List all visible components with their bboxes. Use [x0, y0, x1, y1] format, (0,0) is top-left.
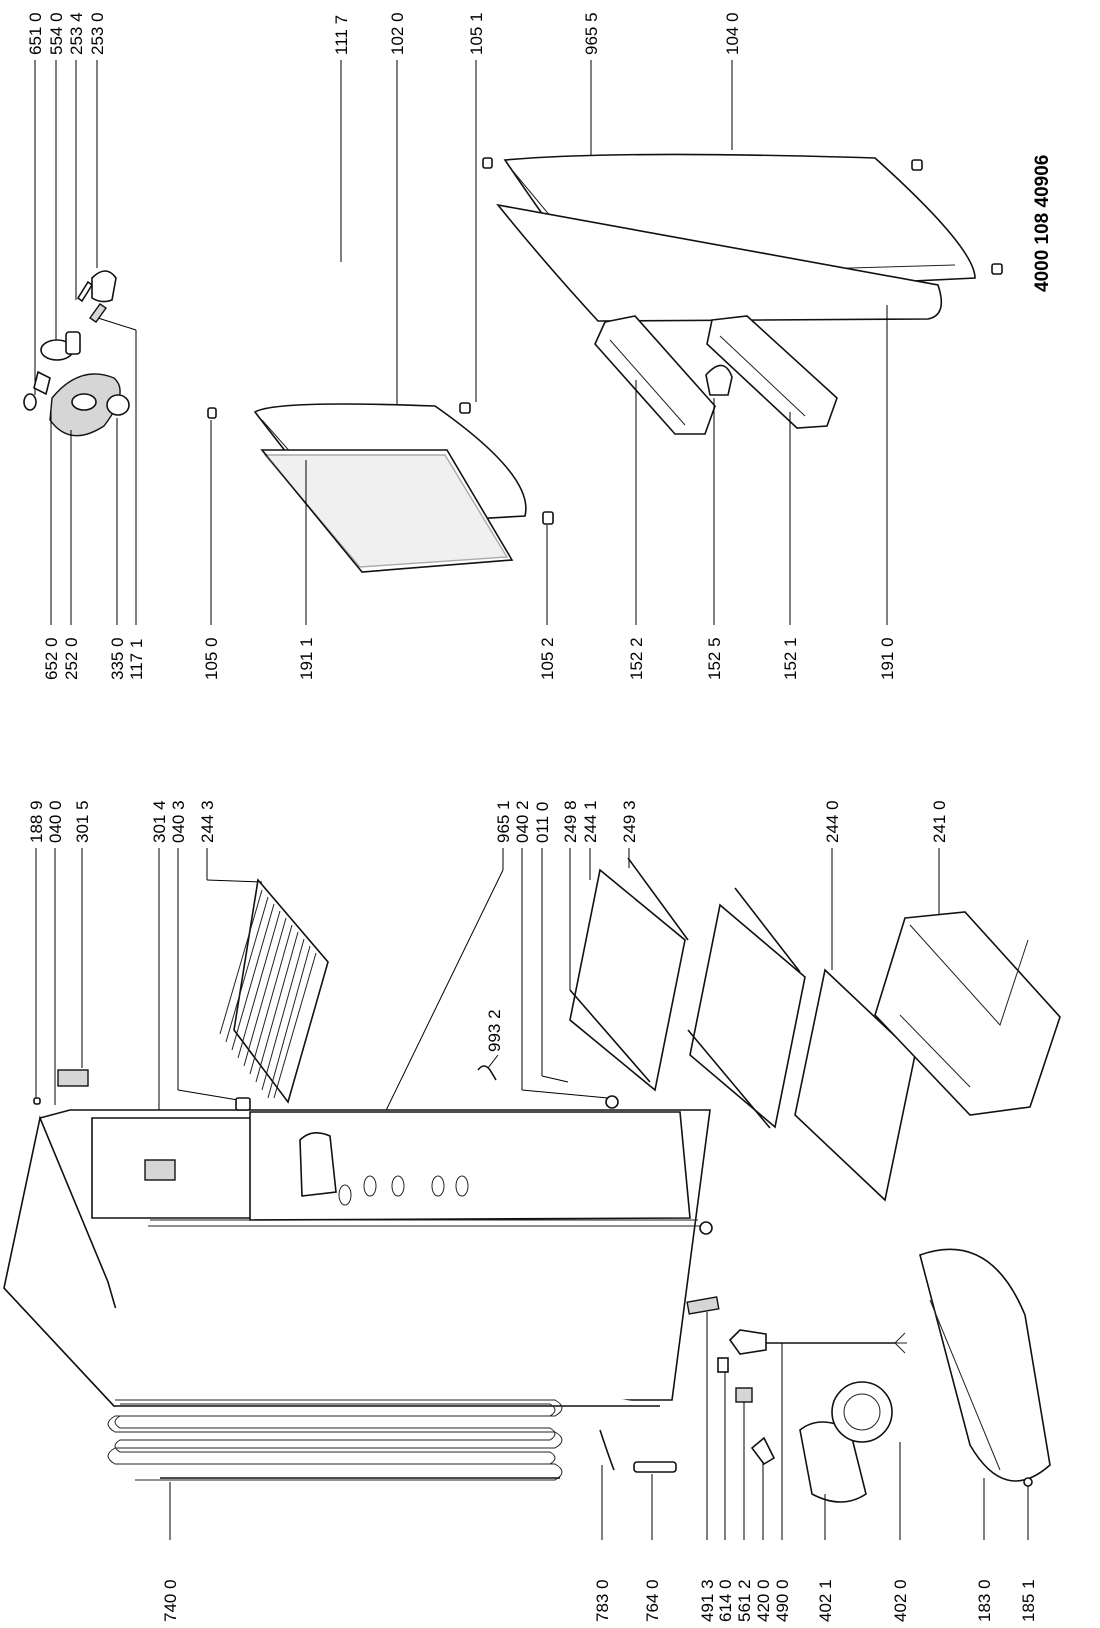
label-105-0: 105 0 — [202, 637, 221, 680]
label-102-0: 102 0 — [388, 12, 407, 55]
label-185-1: 185 1 — [1019, 1579, 1038, 1622]
label-152-5: 152 5 — [705, 637, 724, 680]
label-652-0: 652 0 — [42, 637, 61, 680]
label-244-0: 244 0 — [823, 800, 842, 843]
label-183-0: 183 0 — [975, 1579, 994, 1622]
label-244-1: 244 1 — [581, 800, 600, 843]
label-111-7: 111 7 — [332, 15, 351, 55]
label-040-0: 040 0 — [46, 800, 65, 843]
label-188-9: 188 9 — [27, 800, 46, 843]
document-number: 4000 108 40906 — [1032, 155, 1053, 292]
door-shelves — [594, 315, 838, 435]
label-301-4: 301 4 — [150, 800, 169, 843]
thermostat-assembly — [23, 270, 217, 437]
label-152-1: 152 1 — [781, 637, 800, 680]
labels-right-bottom: 652 0 252 0 335 0 117 1 105 0 191 1 105 … — [42, 637, 897, 680]
leaders-left-bottom — [169, 1312, 1029, 1540]
label-965-5: 965 5 — [582, 12, 601, 55]
label-152-2: 152 2 — [627, 637, 646, 680]
label-105-1: 105 1 — [467, 12, 486, 55]
fridge-door-104-0 — [482, 153, 1003, 322]
compressor-area — [599, 1248, 1051, 1503]
label-191-0: 191 0 — [878, 637, 897, 680]
label-420-0: 420 0 — [754, 1579, 773, 1622]
label-402-1: 402 1 — [816, 1579, 835, 1622]
leaders-right-bottom — [50, 305, 888, 625]
cabinet-body — [3, 1069, 713, 1407]
label-301-5: 301 5 — [73, 800, 92, 843]
label-335-0: 335 0 — [108, 637, 127, 680]
label-965-1: 965 1 — [494, 800, 513, 843]
label-764-0: 764 0 — [643, 1579, 662, 1622]
glass-shelves — [569, 857, 916, 1202]
label-740-0: 740 0 — [161, 1579, 180, 1622]
labels-right-top: 651 0 554 0 253 4 253 0 111 7 102 0 105 … — [26, 12, 742, 55]
label-490-0: 490 0 — [773, 1579, 792, 1622]
wire-shelf-244-3 — [219, 878, 329, 1104]
label-241-0: 241 0 — [930, 800, 949, 843]
label-104-0: 104 0 — [723, 12, 742, 55]
freezer-door-102-0 — [253, 402, 554, 573]
label-561-2: 561 2 — [735, 1579, 754, 1622]
crisper-drawer-241-0 — [874, 911, 1061, 1116]
label-253-0: 253 0 — [88, 12, 107, 55]
label-105-2: 105 2 — [538, 637, 557, 680]
condenser-coil-740-0 — [107, 1399, 563, 1481]
part-993-2: 993 2 — [477, 1009, 504, 1081]
label-614-0: 614 0 — [716, 1579, 735, 1622]
label-554-0: 554 0 — [47, 12, 66, 55]
label-651-0: 651 0 — [26, 12, 45, 55]
label-244-3: 244 3 — [198, 800, 217, 843]
label-252-0: 252 0 — [62, 637, 81, 680]
label-249-8: 249 8 — [561, 800, 580, 843]
label-040-2: 040 2 — [513, 800, 532, 843]
label-249-3: 249 3 — [620, 800, 639, 843]
label-191-1: 191 1 — [297, 637, 316, 680]
label-491-3: 491 3 — [698, 1579, 717, 1622]
labels-left-bottom: 740 0 783 0 764 0 491 3 614 0 561 2 420 … — [161, 1579, 1038, 1622]
label-993-2: 993 2 — [485, 1009, 504, 1052]
label-117-1: 117 1 — [127, 639, 146, 680]
leaders-right-top — [34, 60, 733, 405]
label-253-4: 253 4 — [67, 12, 86, 55]
label-011-0: 011 0 — [533, 802, 552, 843]
labels-left-top: 188 9 040 0 301 5 301 4 040 3 244 3 965 … — [27, 800, 949, 843]
label-783-0: 783 0 — [593, 1579, 612, 1622]
label-402-0: 402 0 — [891, 1579, 910, 1622]
label-040-3: 040 3 — [169, 800, 188, 843]
